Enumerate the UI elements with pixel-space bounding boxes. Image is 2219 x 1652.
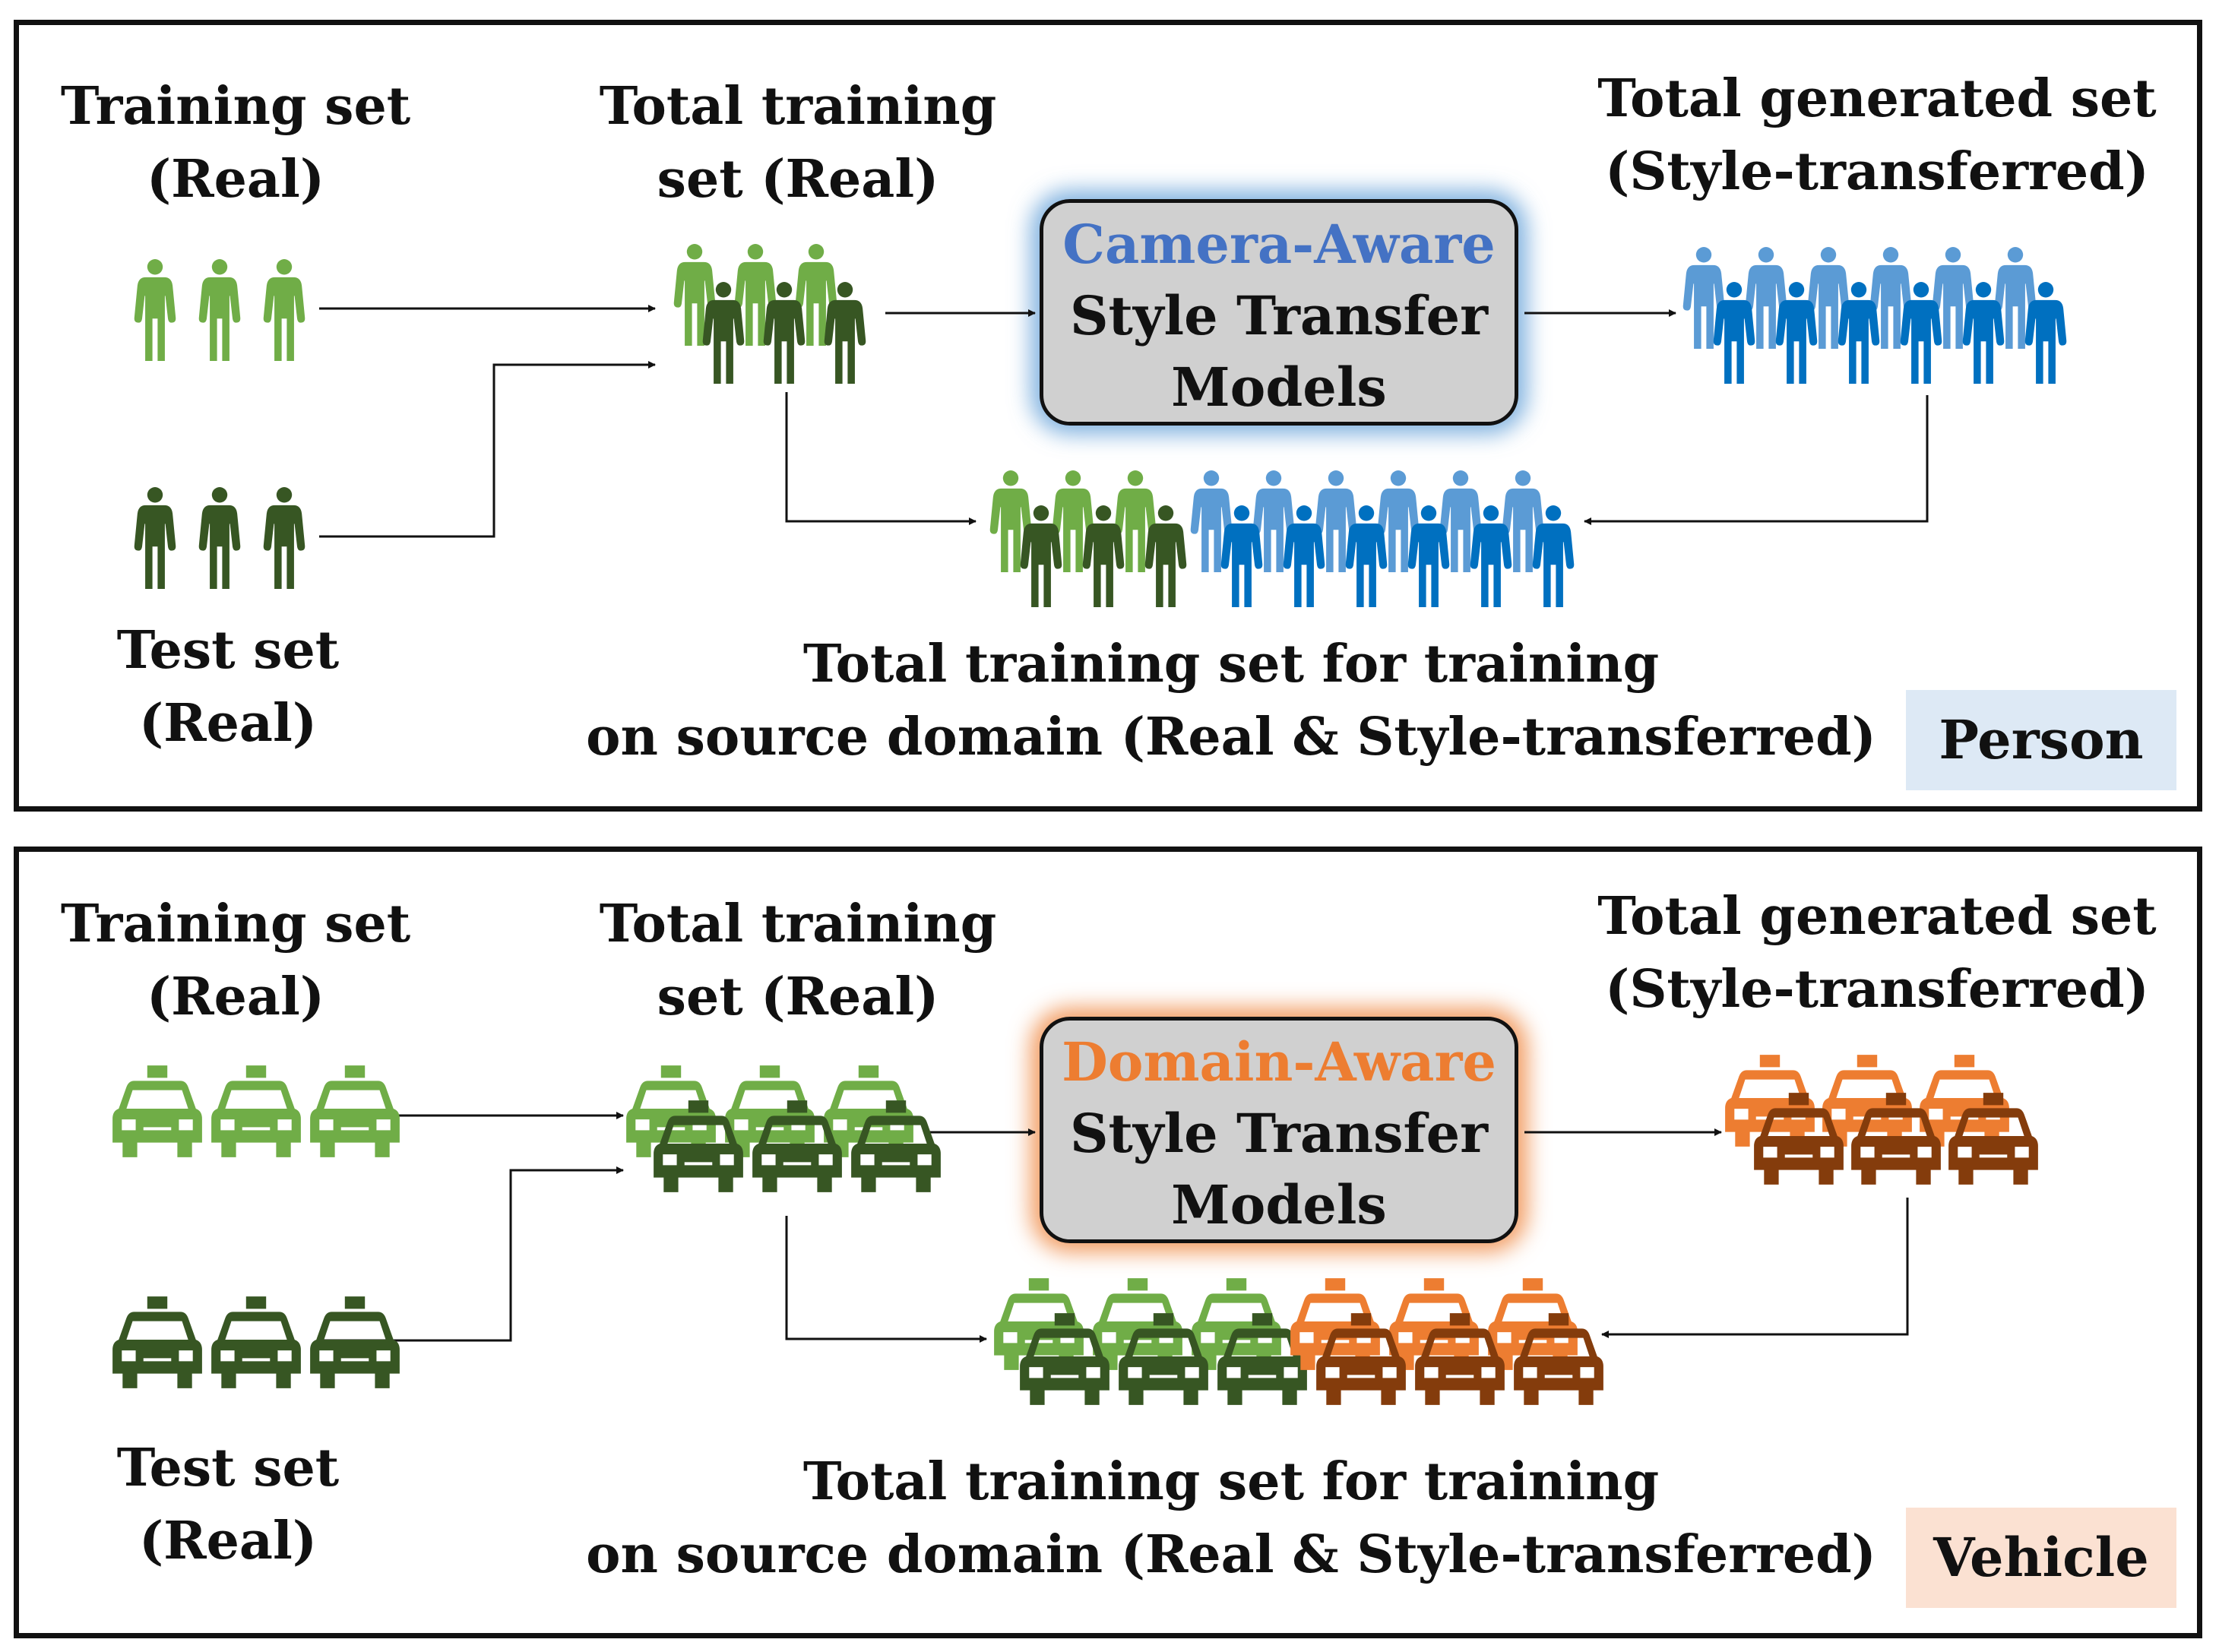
taxi-icon (211, 1065, 301, 1157)
model-label-line2: Style Transfer (1069, 284, 1489, 347)
test-set-label: Test set(Real) (116, 620, 340, 754)
taxi-icon (310, 1296, 400, 1388)
person-icon (263, 487, 305, 589)
person-icon (198, 259, 241, 361)
vehicle-tag: Vehicle (1906, 1508, 2176, 1608)
taxi-icon (112, 1296, 202, 1388)
person-icon (134, 259, 176, 361)
training-set-label: Training set(Real) (60, 894, 411, 1027)
person-tag: Person (1906, 690, 2176, 790)
total-generated-set-label: Total generated set(Style-transferred) (1597, 886, 2157, 1020)
test-set-label: Test set(Real) (116, 1438, 340, 1571)
arrow-test-to-total (319, 1166, 624, 1342)
taxi-icon (211, 1296, 301, 1388)
taxi-icon (310, 1065, 400, 1157)
arrow-total-to-final (785, 1216, 987, 1343)
taxi-icon (112, 1065, 202, 1157)
arrow-generated-to-final (1584, 395, 1929, 525)
domain-aware-model-box: Domain-Aware Style Transfer Models (1040, 1017, 1518, 1243)
arrow-generated-to-final (1601, 1198, 1909, 1338)
arrow-test-to-total (319, 361, 656, 538)
arrow-total-to-final (785, 392, 977, 525)
model-highlight-label: Camera-Aware (1062, 213, 1496, 276)
camera-aware-model-box: Camera-Aware Style Transfer Models (1040, 199, 1518, 426)
person-icon (263, 259, 305, 361)
model-label-line3: Models (1171, 1173, 1387, 1236)
person-icon (198, 487, 241, 589)
person-icon (134, 487, 176, 589)
model-highlight-label: Domain-Aware (1062, 1030, 1496, 1093)
total-generated-set-label: Total generated set(Style-transferred) (1597, 68, 2157, 202)
model-label-line2: Style Transfer (1069, 1102, 1489, 1165)
model-label-line3: Models (1171, 356, 1387, 419)
training-set-label: Training set(Real) (60, 76, 411, 210)
